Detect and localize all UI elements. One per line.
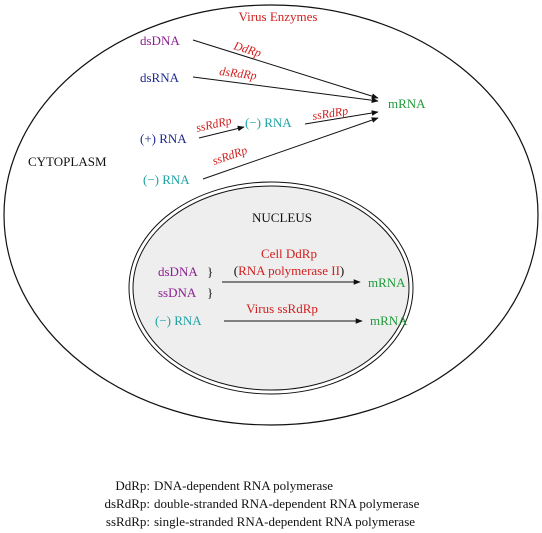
arrow-dsdna-to-mrna — [192, 39, 379, 99]
nuc-mrna-bottom-label: mRNA — [370, 313, 408, 328]
arrow-minus-rna-direct-to-mrna — [202, 117, 379, 180]
nuc-dsdna-brace: } — [207, 264, 213, 279]
nuc-ssdna-brace: } — [207, 285, 213, 300]
legend-desc-dsrdrp: double-stranded RNA-dependent RNA polyme… — [154, 496, 420, 511]
legend-row-dsrdrp: dsRdRp: double-stranded RNA-dependent RNA… — [0, 496, 419, 512]
nuc-dsdna-label: dsDNA — [158, 264, 198, 279]
nuc-minus-rna-label: (−) RNA — [155, 313, 202, 328]
cytoplasm-boundary — [3, 4, 539, 426]
cytoplasm-label: CYTOPLASM — [28, 154, 107, 169]
cyto-plus-rna-label: (+) RNA — [140, 131, 187, 146]
enzyme-ssrdrp-minus-label: ssRdRp — [210, 143, 249, 168]
rna-pol-open-paren: ( — [234, 263, 238, 278]
legend-abbr-ddrp: DdRp: — [115, 478, 150, 493]
virus-ssrdrp-label: Virus ssRdRp — [246, 301, 318, 316]
cyto-mrna-label: mRNA — [388, 96, 426, 111]
enzyme-ssrdrp-mid-label: ssRdRp — [311, 104, 349, 123]
rna-polymerase-ii-label: (RNA polymerase II) — [234, 263, 345, 278]
arrow-dsrna-to-mrna — [192, 76, 379, 103]
nuc-mrna-top-label: mRNA — [368, 275, 406, 290]
arrow-plus-rna-to-minus-rna — [198, 125, 245, 139]
virus-enzymes-title: Virus Enzymes — [238, 9, 317, 24]
legend-desc-ssrdrp: single-stranded RNA-dependent RNA polyme… — [154, 514, 416, 529]
arrow-minus-rna-to-mrna — [304, 110, 379, 125]
cell-ddrp-label: Cell DdRp — [261, 246, 317, 261]
nucleus-outer-ring — [128, 181, 414, 395]
cyto-minus-rna-label: (−) RNA — [143, 172, 190, 187]
enzyme-dsrdrp-label: dsRdRp — [219, 64, 258, 82]
cyto-mid-minus-rna-label: (−) RNA — [245, 115, 292, 130]
cyto-dsdna-label: dsDNA — [140, 33, 180, 48]
cyto-dsrna-label: dsRNA — [140, 70, 180, 85]
rna-pol-close-paren: ) — [340, 263, 344, 278]
legend-row-ssrdrp: ssRdRp: single-stranded RNA-dependent RNA… — [0, 514, 415, 530]
nucleus-label: NUCLEUS — [252, 210, 312, 225]
nuc-ssdna-label: ssDNA — [158, 285, 197, 300]
legend-abbr-dsrdrp: dsRdRp: — [104, 496, 150, 511]
rna-pol-name: RNA polymerase II — [238, 263, 340, 278]
legend-row-ddrp: DdRp: DNA-dependent RNA polymerase — [0, 478, 333, 494]
nucleus-boundary — [132, 185, 410, 391]
legend-desc-ddrp: DNA-dependent RNA polymerase — [154, 478, 334, 493]
legend-abbr-ssrdrp: ssRdRp: — [105, 514, 150, 529]
